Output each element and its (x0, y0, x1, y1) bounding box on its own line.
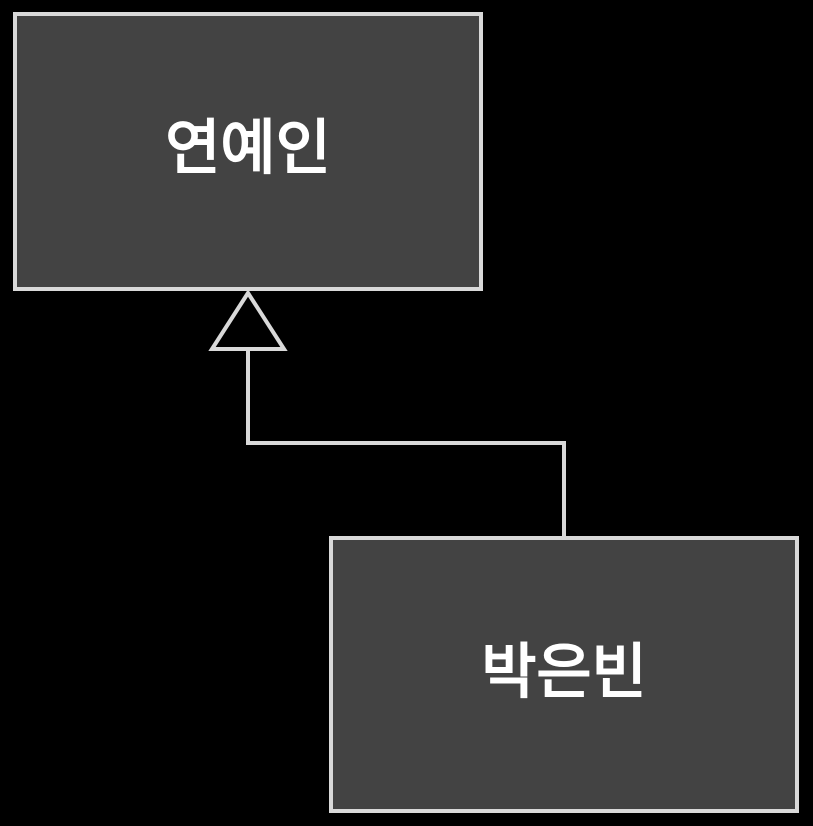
child-class-box (329, 536, 799, 813)
inheritance-connector (246, 349, 566, 538)
inheritance-arrowhead (208, 289, 288, 351)
parent-class-box (13, 12, 483, 291)
parent-class[interactable]: 연예인 (13, 12, 483, 291)
parent-class-label: 연예인 (165, 114, 331, 184)
child-class-label: 박은빈 (481, 638, 647, 708)
child-class[interactable]: 박은빈 (329, 536, 799, 813)
